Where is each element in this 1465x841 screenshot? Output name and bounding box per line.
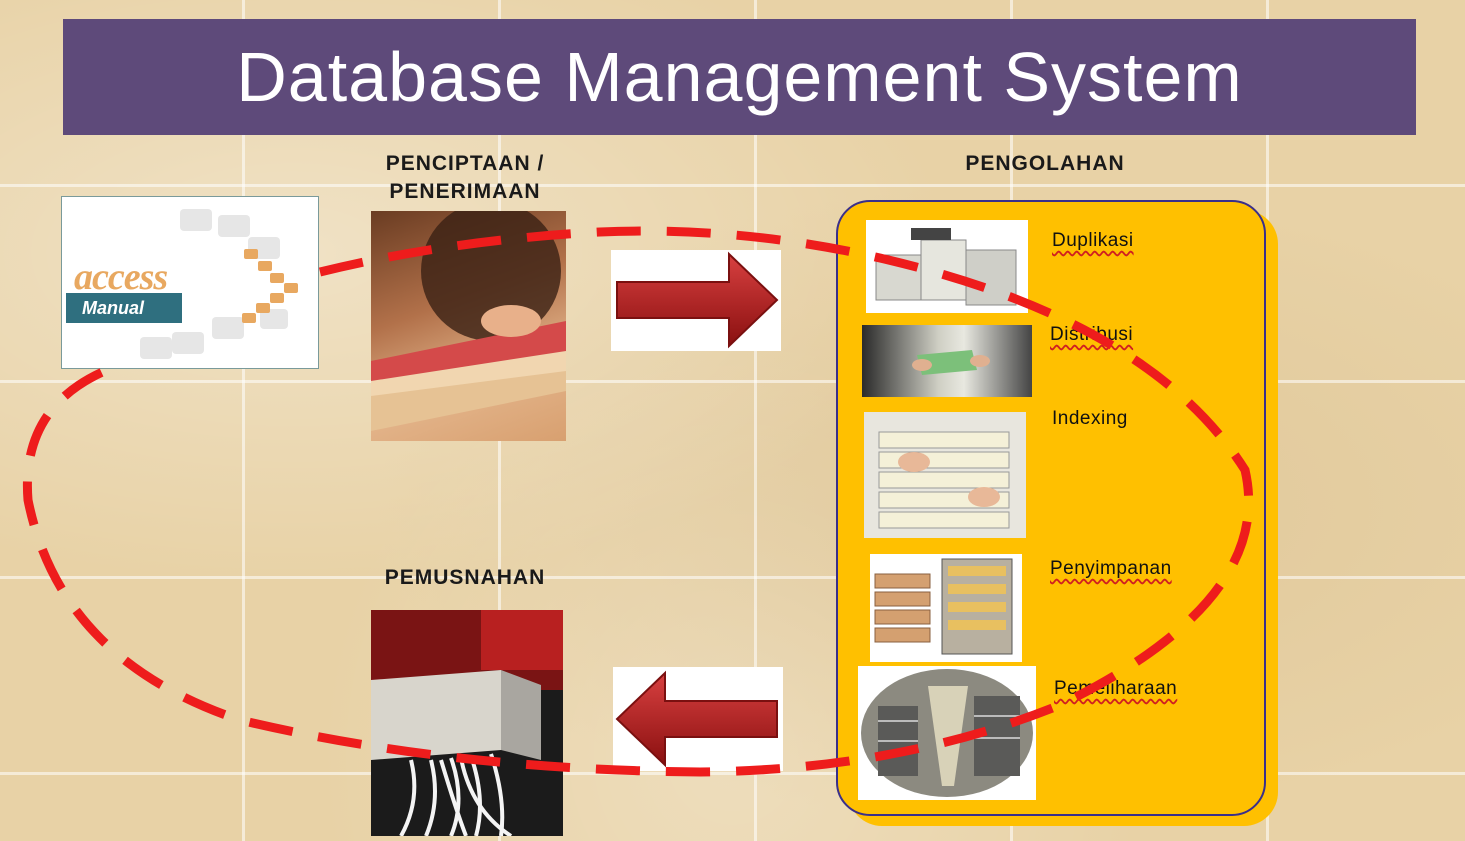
page-title: Database Management System bbox=[236, 38, 1243, 116]
logo-word: access bbox=[74, 256, 168, 298]
stage-label-creation-line2: PENERIMAAN bbox=[389, 180, 541, 203]
storage-shelving-illustration bbox=[874, 558, 1013, 655]
folders-hand-illustration bbox=[371, 211, 566, 431]
access-manual-logo: access Manual bbox=[61, 196, 319, 369]
archive-shelves-illustration bbox=[861, 669, 1033, 797]
stage-label-creation-line1: PENCIPTAAN / bbox=[385, 152, 545, 175]
logo-manual-tag: Manual bbox=[66, 293, 182, 323]
indexing-photo bbox=[864, 412, 1026, 538]
creation-photo bbox=[371, 211, 566, 441]
logo-squares-icon bbox=[140, 209, 298, 359]
handshake-documents-illustration bbox=[912, 350, 990, 375]
distribution-photo bbox=[862, 325, 1032, 397]
arrow-right-icon bbox=[616, 251, 779, 349]
duplication-photo bbox=[866, 220, 1028, 313]
copier-machines-illustration bbox=[875, 228, 1017, 306]
step-label-penyimpanan: Penyimpanan bbox=[1050, 558, 1172, 579]
arrow-right-box bbox=[611, 250, 781, 351]
step-label-duplikasi: Duplikasi bbox=[1052, 230, 1134, 251]
destruction-photo bbox=[371, 610, 563, 836]
storage-photo bbox=[870, 554, 1022, 662]
step-label-indexing: Indexing bbox=[1052, 408, 1128, 429]
maintenance-photo bbox=[858, 666, 1036, 800]
shredder-illustration bbox=[371, 610, 563, 836]
arrow-left-icon bbox=[615, 670, 778, 768]
title-banner: Database Management System bbox=[63, 19, 1416, 135]
stage-label-destruction: PEMUSNAHAN bbox=[384, 566, 546, 589]
stage-label-creation: PENCIPTAAN / PENERIMAAN bbox=[340, 150, 590, 206]
arrow-left-box bbox=[613, 667, 783, 771]
stage-label-processing: PENGOLAHAN bbox=[965, 152, 1125, 175]
filing-cabinet-illustration bbox=[878, 431, 1010, 529]
